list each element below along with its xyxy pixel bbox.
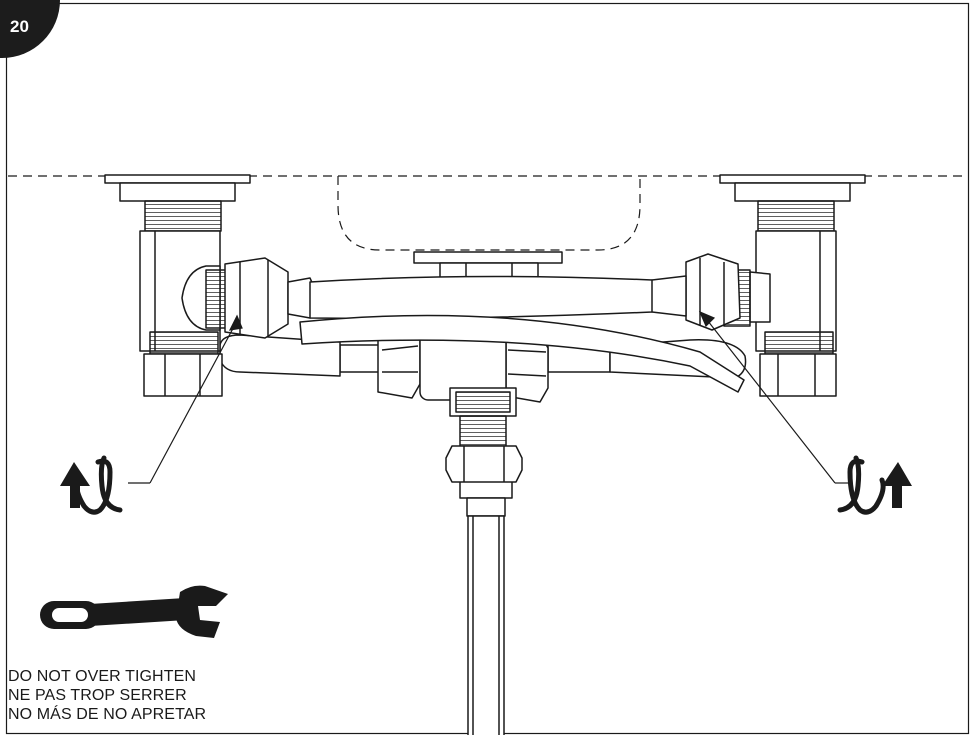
step-number: 20 <box>10 17 29 36</box>
leader-lines <box>128 310 850 484</box>
crossing-supply-hose <box>299 275 745 393</box>
sink-basin-outline <box>337 176 641 251</box>
warning-line-french: NE PAS TROP SERRER <box>8 687 187 704</box>
right-valve-assembly <box>647 174 866 397</box>
warning-line-english: DO NOT OVER TIGHTEN <box>8 668 196 685</box>
left-valve-assembly <box>104 174 316 397</box>
supply-pipe <box>459 479 513 735</box>
tightening-warning: DO NOT OVER TIGHTEN NE PAS TROP SERRER N… <box>8 667 206 724</box>
warning-line-spanish: NO MÁS DE NO APRETAR <box>8 706 207 723</box>
